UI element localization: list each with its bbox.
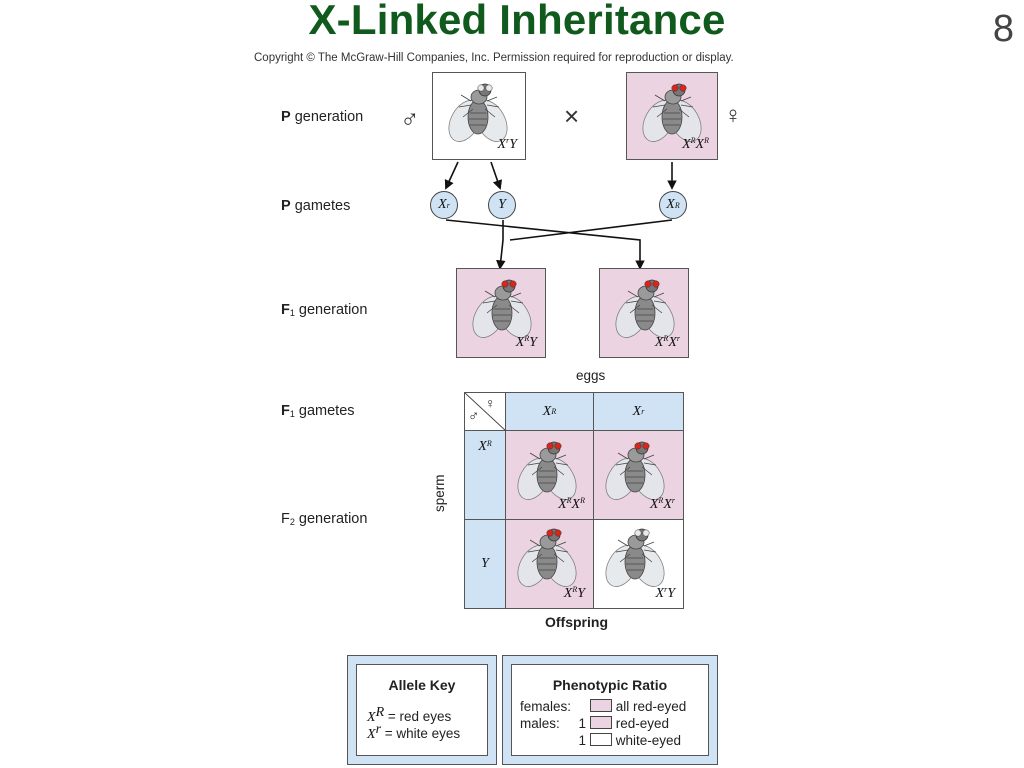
allele-key-inner: Allele Key XR = red eyes Xr = white eyes [356, 664, 488, 756]
label-f1-gametes: F1 gametes [281, 403, 355, 419]
label-p-gametes: P gametes [281, 198, 351, 214]
offspring-cell-xRxr: XRXr [594, 431, 683, 520]
female-symbol: ♀ [485, 395, 496, 411]
offspring-genotype: XRXr [649, 496, 675, 512]
slide-title: X-Linked Inheritance [308, 0, 726, 43]
cross-symbol: × [564, 101, 580, 131]
fly-red-eye-icon [472, 279, 532, 338]
phenotypic-ratio-inner: Phenotypic Ratio females: all red-eyed m… [511, 664, 709, 756]
corner-diagonal [465, 393, 506, 431]
gamete-y-male: Y [488, 191, 516, 219]
fly-white-eye-icon [605, 528, 665, 587]
p-female-genotype: XRXR [682, 136, 709, 152]
p-male-genotype: XrY [497, 136, 517, 152]
f1-male-fly-box: XRY [456, 268, 546, 358]
f1-male-genotype: XRY [515, 334, 537, 350]
ratio-line-females: females: all red-eyed [520, 699, 687, 714]
fly-white-eye-icon [448, 83, 508, 142]
pink-swatch [589, 699, 612, 712]
label-f2-generation: F2 generation [281, 511, 368, 527]
allele-key-line-white: Xr = white eyes [367, 722, 461, 742]
phenotypic-ratio-panel: Phenotypic Ratio females: all red-eyed m… [502, 655, 718, 765]
white-swatch [589, 733, 612, 746]
f1-female-genotype: XRXr [654, 334, 680, 350]
phenotypic-ratio-title: Phenotypic Ratio [552, 677, 668, 693]
sperm-label: sperm [432, 474, 447, 512]
ratio-line-males-red: males:1 red-eyed [520, 716, 670, 731]
offspring-genotype: XRY [563, 585, 585, 601]
offspring-cell-xRy: XRY [506, 520, 594, 608]
punnett-corner: ♀ ♂ [465, 393, 506, 431]
offspring-cell-xry: XrY [594, 520, 683, 608]
eggs-label: eggs [576, 368, 606, 383]
offspring-label: Offspring [545, 614, 608, 630]
slide-number: 8 [992, 8, 1014, 50]
pink-swatch [589, 716, 612, 729]
offspring-genotype: XRXR [558, 496, 585, 512]
p-male-fly-box: XrY [432, 72, 526, 160]
male-symbol: ♂ [400, 104, 420, 134]
ratio-line-males-white: 1 white-eyed [578, 733, 682, 748]
fly-red-eye-icon [605, 441, 665, 500]
allele-key-title: Allele Key [388, 677, 456, 693]
sperm-header-y: Y [465, 520, 506, 608]
p-female-fly-box: XRXR [626, 72, 718, 160]
f1-female-fly-box: XRXr [599, 268, 689, 358]
allele-key-panel: Allele Key XR = red eyes Xr = white eyes [347, 655, 497, 765]
female-symbol: ♀ [724, 102, 742, 129]
fly-red-eye-icon [615, 279, 675, 338]
fly-red-eye-icon [517, 528, 577, 587]
label-f1-generation: F1 generation [281, 302, 368, 318]
offspring-cell-xRxR: XRXR [506, 431, 594, 520]
label-p-generation: P generation [281, 109, 364, 125]
fly-red-eye-icon [642, 83, 702, 142]
copyright-notice: Copyright © The McGraw-Hill Companies, I… [254, 52, 734, 64]
allele-key-line-red: XR = red eyes [367, 705, 452, 725]
fly-red-eye-icon [517, 441, 577, 500]
male-symbol: ♂ [468, 408, 480, 425]
offspring-genotype: XrY [655, 585, 675, 601]
